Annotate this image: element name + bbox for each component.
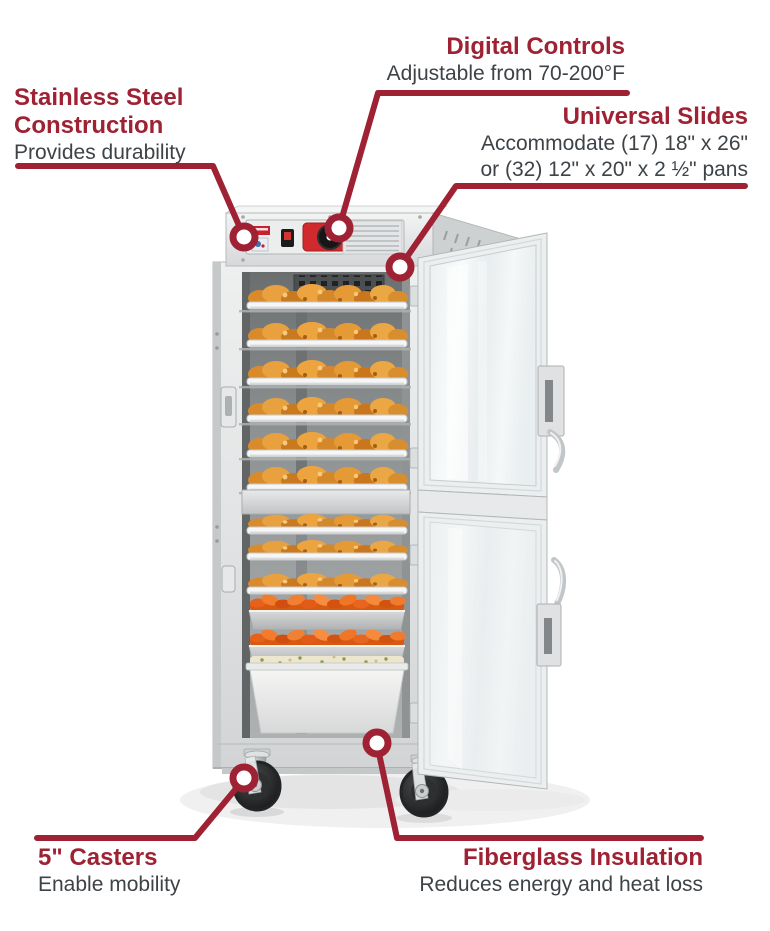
callout-line-casters <box>34 776 247 841</box>
callout-stainless-steel: Stainless Steel Construction Provides du… <box>14 84 230 166</box>
callout-title: Stainless Steel Construction <box>14 84 184 140</box>
callout-casters: 5" Casters Enable mobility <box>38 844 180 898</box>
callout-markers <box>229 213 415 793</box>
callout-title: Fiberglass Insulation <box>462 844 703 871</box>
callout-marker-fiberglass <box>362 728 392 758</box>
callout-lines <box>15 90 748 841</box>
callout-marker-casters <box>229 763 259 793</box>
callout-subtitle: Accommodate (17) 18" x 26" or (32) 12" x… <box>480 132 748 181</box>
callout-subtitle: Adjustable from 70-200°F <box>386 62 625 86</box>
door-latch-keeper <box>221 565 236 593</box>
callout-subtitle: Provides durability <box>14 141 186 165</box>
food-trays-lower <box>245 514 409 734</box>
glass-door-top[interactable] <box>417 232 566 498</box>
callout-marker-stainless <box>229 222 259 252</box>
callout-universal-slides: Universal Slides Accommodate (17) 18" x … <box>480 103 748 182</box>
callout-line-universal <box>397 183 748 270</box>
casters <box>230 747 452 823</box>
glass-door-bottom[interactable] <box>417 511 566 790</box>
cabinet-interior <box>239 272 411 738</box>
callout-marker-digital <box>324 213 354 243</box>
callout-line-fiberglass <box>374 741 704 841</box>
callout-fiberglass-insulation: Fiberglass Insulation Reduces energy and… <box>419 844 703 898</box>
callout-line-digital <box>336 90 630 231</box>
callout-line-stainless <box>15 163 247 240</box>
callout-subtitle: Reduces energy and heat loss <box>419 873 703 897</box>
casserole-pan <box>245 655 409 734</box>
callout-digital-controls: Digital Controls Adjustable from 70-200°… <box>387 33 625 87</box>
callout-subtitle: Enable mobility <box>38 873 181 897</box>
callout-title: Universal Slides <box>562 103 748 130</box>
callout-marker-universal <box>385 252 415 282</box>
callout-title: Digital Controls <box>446 33 625 60</box>
callout-title: 5" Casters <box>38 844 158 871</box>
carrot-pan <box>248 591 406 631</box>
compartment-divider <box>241 489 411 515</box>
